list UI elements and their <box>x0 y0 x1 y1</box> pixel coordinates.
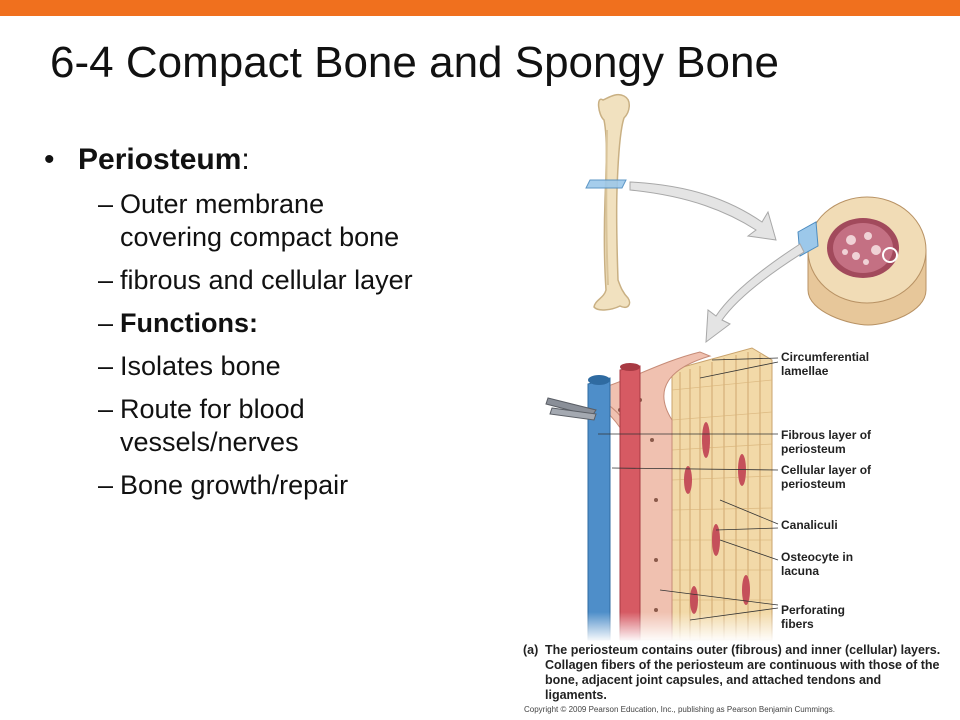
sub-item-text: Functions: <box>120 308 258 338</box>
sub-item-dash: – <box>98 308 114 338</box>
label-fibrous-layer: Fibrous layer of periosteum <box>781 428 872 456</box>
label-cellular-layer: Cellular layer of periosteum <box>781 463 872 491</box>
bullet-list: • Periosteum: – Outer membrane covering … <box>40 138 420 512</box>
sub-item-text: Bone growth/repair <box>120 470 349 500</box>
sub-item-text: Outer membrane covering compact bone <box>120 189 400 252</box>
slide-title: 6-4 Compact Bone and Spongy Bone <box>50 38 779 87</box>
label-perforating-fibers: Perforating fibers <box>781 603 846 631</box>
label-circumferential-lamellae: Circumferential lamellae <box>781 350 870 378</box>
label-osteocyte: Osteocyte in lacuna <box>781 550 854 578</box>
bullet-term-suffix: : <box>241 143 250 176</box>
copyright-notice: Copyright © 2009 Pearson Education, Inc.… <box>524 705 835 714</box>
sub-item-dash: – <box>98 470 114 500</box>
top-accent-bar <box>0 0 960 16</box>
sub-item-text: Isolates bone <box>120 351 281 381</box>
section-plane <box>585 179 627 189</box>
sub-item-dash: – <box>98 265 114 295</box>
sub-item: – Outer membrane covering compact bone <box>40 188 420 254</box>
bullet-term: Periosteum <box>78 143 242 176</box>
periosteum-detail <box>540 347 780 642</box>
sub-item: – fibrous and cellular layer <box>40 264 420 297</box>
sub-item: – Functions: <box>40 307 420 340</box>
figure-caption: (a) The periosteum contains outer (fibro… <box>523 643 943 703</box>
bone-cross-section <box>797 196 927 326</box>
sub-item-dash: – <box>98 351 114 381</box>
label-canaliculi: Canaliculi <box>781 518 838 532</box>
caption-tag: (a) <box>523 643 539 657</box>
sub-item-text: Route for blood vessels/nerves <box>120 394 305 457</box>
arrow-to-section <box>629 181 777 241</box>
bullet-dot: • <box>44 143 55 176</box>
sub-item-dash: – <box>98 189 114 219</box>
humerus-bone <box>593 93 631 311</box>
sub-item: – Isolates bone <box>40 350 420 383</box>
caption-text: The periosteum contains outer (fibrous) … <box>545 643 941 702</box>
sub-item-dash: – <box>98 394 114 424</box>
sub-item: – Route for blood vessels/nerves <box>40 393 420 459</box>
leader-lines <box>598 357 779 621</box>
sub-item: – Bone growth/repair <box>40 469 420 502</box>
bullet-periosteum: • Periosteum: <box>40 138 420 182</box>
sub-item-text: fibrous and cellular layer <box>120 265 413 295</box>
arrow-to-detail <box>705 243 805 344</box>
